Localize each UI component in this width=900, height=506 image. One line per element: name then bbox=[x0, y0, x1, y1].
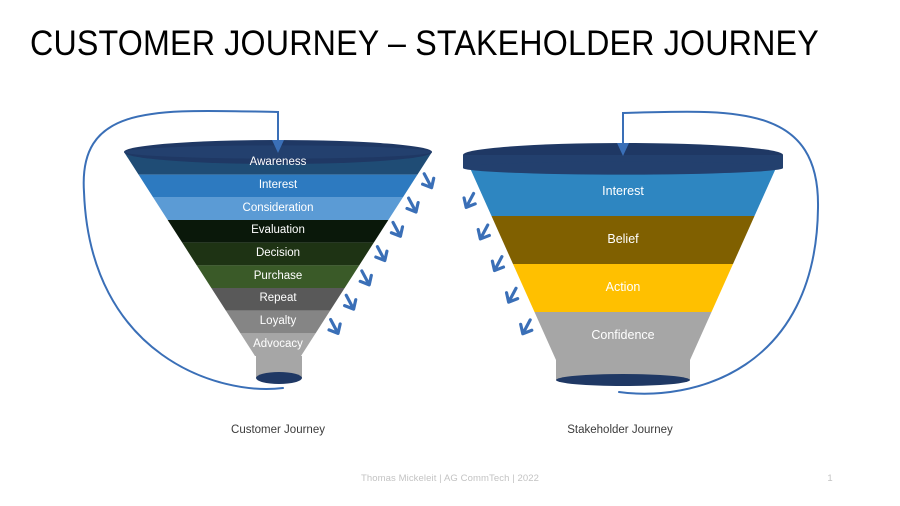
chevron-icon bbox=[490, 255, 506, 273]
chevron-icon bbox=[421, 172, 436, 190]
loop-arrowhead-stakeholder-journey bbox=[617, 143, 629, 156]
stage-label-loyalty: Loyalty bbox=[259, 315, 297, 327]
stage-label-repeat: Repeat bbox=[259, 292, 297, 305]
chevron-glyph bbox=[405, 196, 420, 214]
funnel-stakeholder-journey bbox=[463, 143, 783, 386]
funnel-stage-interest bbox=[138, 174, 418, 198]
stage-label-evaluation: Evaluation bbox=[251, 224, 305, 237]
stage-label-interest: Interest bbox=[258, 179, 298, 191]
footer-credit: Thomas Mickeleit | AG CommTech | 2022 bbox=[360, 473, 540, 484]
chevron-icon bbox=[476, 223, 491, 241]
page-title: CUSTOMER JOURNEY – STAKEHOLDER JOURNEY bbox=[30, 24, 819, 63]
chevron-glyph bbox=[374, 245, 389, 263]
funnel-stage-awareness bbox=[124, 152, 432, 175]
chevron-glyph bbox=[462, 191, 477, 209]
funnel-rim-lip-stakeholder-journey bbox=[463, 161, 783, 175]
funnel-rim-ellipse-customer-journey bbox=[124, 140, 432, 164]
loop-arrow-customer-journey bbox=[82, 109, 284, 390]
funnel-stage-advocacy bbox=[240, 333, 316, 356]
funnel-stage-decision bbox=[182, 242, 374, 266]
funnel-stage-loyalty bbox=[225, 310, 331, 334]
funnel-stage-belief bbox=[491, 216, 755, 264]
chevron-train-customer-journey bbox=[327, 172, 436, 335]
stage-label-awareness: Awareness bbox=[249, 156, 307, 169]
stage-label-confidence: Confidence bbox=[591, 328, 655, 342]
funnel-stage-confidence bbox=[534, 312, 712, 360]
funnel-caption-customer-journey: Customer Journey bbox=[231, 424, 325, 436]
chevron-icon bbox=[358, 269, 373, 287]
chevron-icon bbox=[519, 318, 534, 336]
funnel-rim-lip-customer-journey bbox=[124, 145, 432, 159]
funnel-outlet-customer-journey bbox=[256, 372, 302, 384]
chevron-train-stakeholder-journey bbox=[462, 191, 534, 336]
stage-label-purchase: Purchase bbox=[253, 269, 303, 282]
chevron-glyph bbox=[476, 223, 491, 241]
funnel-customer-journey bbox=[124, 140, 432, 384]
funnel-rim-band-stakeholder-journey bbox=[463, 155, 783, 168]
stage-label-action: Action bbox=[605, 280, 641, 294]
chevron-icon bbox=[327, 317, 342, 335]
chevron-glyph bbox=[421, 172, 436, 190]
chevron-glyph bbox=[343, 293, 358, 311]
stage-label-advocacy: Advocacy bbox=[253, 337, 303, 350]
funnel-stage-evaluation bbox=[167, 220, 389, 243]
funnel-stage-action bbox=[513, 264, 733, 312]
stage-label-belief: Belief bbox=[607, 232, 639, 246]
chevron-icon bbox=[504, 286, 520, 304]
funnel-rim-ellipse-stakeholder-journey bbox=[463, 143, 783, 167]
funnel-outlet-stakeholder-journey bbox=[556, 374, 690, 386]
loop-arrowhead-customer-journey bbox=[272, 140, 284, 153]
stage-label-consideration: Consideration bbox=[242, 201, 314, 214]
funnel-stage-purchase bbox=[196, 265, 360, 288]
loop-arrow-stakeholder-journey bbox=[617, 110, 820, 395]
funnel-spout-customer-journey bbox=[256, 356, 302, 378]
chevron-glyph bbox=[519, 318, 534, 336]
chevron-glyph bbox=[358, 269, 373, 287]
chevron-glyph bbox=[490, 255, 506, 273]
chevron-icon bbox=[405, 196, 420, 214]
loop-arrow-path-customer-journey bbox=[82, 109, 284, 390]
funnel-stage-consideration bbox=[153, 197, 403, 220]
chevron-icon bbox=[462, 191, 477, 209]
funnel-stage-repeat bbox=[211, 288, 345, 311]
funnel-stage-interest bbox=[470, 168, 776, 216]
stage-label-decision: Decision bbox=[255, 247, 301, 259]
stage-label-interest: Interest bbox=[602, 184, 644, 198]
footer-page-number: 1 bbox=[827, 473, 833, 484]
chevron-icon bbox=[343, 293, 358, 311]
funnel-caption-stakeholder-journey: Stakeholder Journey bbox=[567, 424, 673, 436]
chevron-icon bbox=[374, 245, 389, 263]
loop-arrow-path-stakeholder-journey bbox=[618, 110, 820, 395]
chevron-glyph bbox=[327, 317, 342, 335]
chevron-glyph bbox=[389, 220, 405, 238]
funnel-spout-stakeholder-journey bbox=[556, 360, 690, 380]
chevron-glyph bbox=[504, 286, 520, 304]
chevron-icon bbox=[389, 220, 405, 238]
